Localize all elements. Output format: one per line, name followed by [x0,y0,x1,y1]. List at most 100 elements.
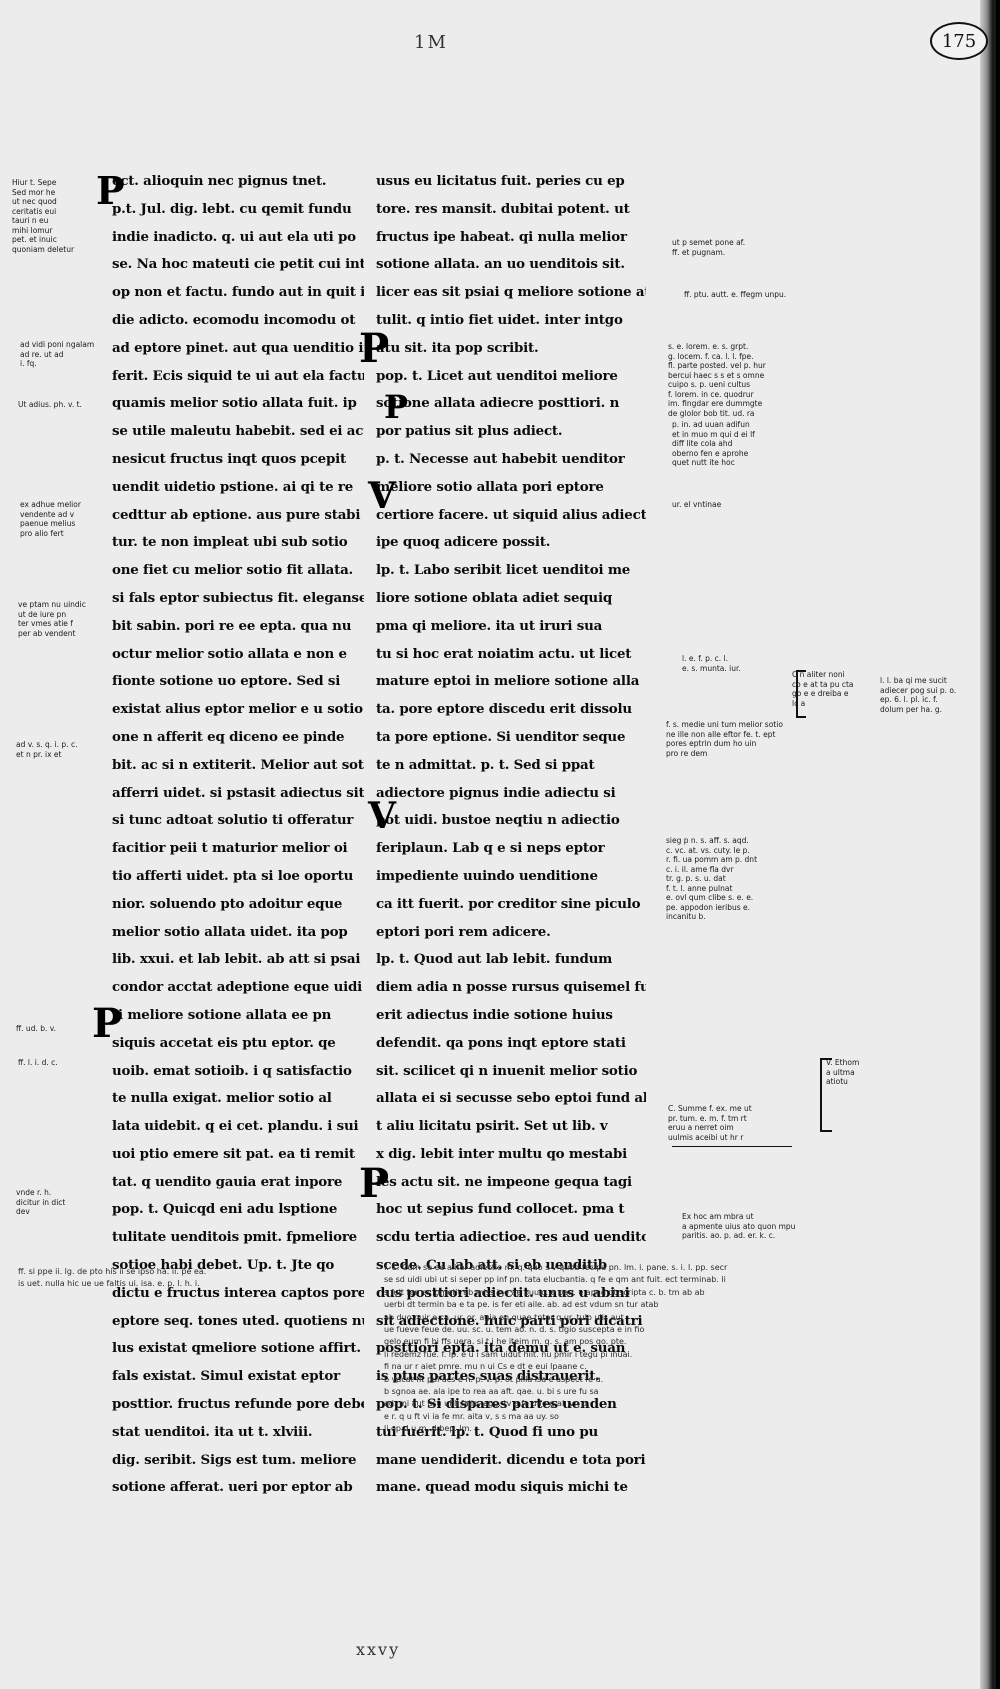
text-line: op non et factu. fundo aut in quit i [112,284,364,301]
gloss-line: paritis. ao. p. ad. er. k. c. [682,1231,776,1240]
gloss-line: pr. tum. e. m. f. tm rt [668,1113,747,1123]
text-line: pop. t. Quicqd eni adu lsptione [112,1201,338,1218]
gloss-line: ve ptam nu uindic [18,600,86,609]
text-line: usus eu licitatus fuit. peries cu ep [376,173,625,189]
text-line: uoi ptio emere sit pat. ea ti remit [112,1145,355,1162]
text-line: fionte sotione uo eptore. Sed si [112,673,341,690]
text-line: tulit. q intio fiet uidet. inter intgo [376,311,623,328]
right-margin-gloss: ur. el vntinae [672,500,762,510]
text-line: atu sit. ita pop scribit. [376,339,539,356]
gloss-line: Hiur t. Sepe [12,178,57,187]
text-line: meliore sotio allata pori eptore [376,478,604,495]
gloss-line: ff. et pugnam. [672,247,726,257]
gloss-line: et in muo m qui d ei lf [672,429,755,439]
note-line: uerbi dt termin ba e ta pe. is fer eti a… [384,1300,659,1310]
note-line: ab duo nuir e ca. ur. or. agia en quae t… [384,1312,624,1322]
gloss-line: pro re dem [666,748,708,758]
text-line: eptore seq. tones uted. quotiens nul [112,1312,364,1329]
gloss-line: ex adhue melior [20,500,81,509]
rubric-initial: P [92,1000,123,1047]
text-line: te n admittat. p. t. Sed si ppat [376,756,595,773]
text-line: ferit. Ecis siquid te ui aut ela factu e [112,367,364,384]
gloss-line: ff. l. i. d. c. [18,1058,58,1067]
text-line: sotioe habi debet. Up. t. Jte qo [112,1257,335,1274]
gloss-line: ter vmes atie f [18,619,73,628]
text-line: pop. t. Si dispares partes uenden [376,1396,617,1413]
gloss-line: ur. el vntinae [672,500,722,509]
note-line: ue fueve feue de. uu. sc. u. tem ao. n. … [384,1324,645,1334]
gloss-line: pet. et inuic [12,235,57,244]
text-line: certiore facere. ut siquid alius adiect. [376,506,646,523]
text-line: lib. xxui. et lab lebit. ab att si psai [112,951,361,968]
gloss-line: V. Ethom [826,1058,860,1067]
text-line: sotione afferat. ueri por eptor ab [112,1479,353,1496]
gloss-line: oberno fen e aprohe [672,448,749,458]
gloss-line: ceritatis eui [12,206,57,216]
gloss-line: vendente ad v [20,509,75,519]
gloss-line: quet nutt ite hoc [672,458,735,467]
gloss-line: Sed mor he [12,187,56,197]
gloss-line: c. i. il. ame fla dvr [666,864,734,874]
gloss-line: l. e. f. p. c. l. [682,654,728,663]
gloss-line: vnde r. h. [16,1188,52,1197]
rubric-initial: V [368,795,396,837]
gloss-line: paenue melius [20,519,76,528]
gloss-line: ut de iure pn [18,609,67,619]
note-line: b vacat fit pui acs e n. p. v. p. ot pil… [384,1374,604,1384]
gloss-line: C. Summe f. ex. me ut [668,1104,752,1113]
left-text-column: ect. alioquin nec pignus tnet. p.t. Jul. … [112,168,364,1502]
rubric-initial: P [359,325,390,372]
gloss-line: tauri n eu [12,216,49,225]
left-margin-gloss: ff. l. i. d. c. [18,1058,78,1068]
text-line: les actu sit. ne impeone gequa tagi [376,1173,632,1190]
text-line: se utile maleutu habebit. sed ei actio [112,423,364,440]
text-line: ipe quoq adicere possit. [376,534,551,551]
text-line: pot uidi. bustoe neqtiu n adiectio [376,812,620,829]
left-margin-gloss: ff. ud. b. v. [16,1024,86,1034]
text-line: mane. quead modu siquis michi te [376,1479,628,1496]
note-line: li redemz fue. f. lp. e u i sam uidut hi… [384,1349,633,1359]
text-line: sotione allata. an uo uenditois sit. [376,256,625,273]
text-line: t aliu licitatu psirit. Set ut lib. v [376,1118,608,1135]
right-margin-gloss: sieg p n. s. aff. s. aqd.c. vc. at. vs. … [666,836,896,922]
gloss-line: de glolor bob tit. ud. ra [668,408,755,418]
text-line: tu si hoc erat noiatim actu. ut licet [376,645,632,662]
text-line: uendit uidetio pstione. ai qi te re [112,478,354,495]
text-line: uoib. emat sotioib. i q satisfactio [112,1062,352,1079]
text-line: stat uenditoi. ita ut t. xlviii. [112,1423,313,1440]
text-line: one n afferit eq diceno ee pinde [112,728,345,745]
note-line: e r. q u ft vi ia fe mr. aita v, s s ma … [384,1411,559,1421]
text-line: ti meliore sotione allata ee pn [112,1006,332,1023]
text-line: scdu tertia adiectioe. res aud uenditore… [376,1229,646,1246]
gloss-line: f. t. l. anne pulnat [666,883,733,893]
text-line: impediente uuindo uenditione [376,867,598,884]
text-line: indie inadicto. q. ui aut ela uti po [112,228,356,245]
text-line: facitior peii t maturior melior oi [112,840,348,857]
gloss-line: a ultma [826,1067,855,1077]
text-line: cedttur ab eptione. aus pure stabi [112,506,361,523]
gloss-line: quoniam deletur [12,244,75,254]
text-line: one fiet cu melior sotio fit allata. [112,562,354,579]
bottom-mark: xxvy [356,1640,401,1659]
note-line: f. C. Cum se ee aliter adiectio m. q. qu… [384,1263,728,1272]
text-line: fals existat. Simul existat eptor [112,1368,340,1385]
text-line: posttiori epta. ita demu ut e. suan [376,1340,626,1357]
right-margin-gloss: ff. ptu. autt. e. ffegm unpu. [684,290,844,300]
text-line: licer eas sit psiai q meliore sotione at [376,284,646,301]
text-line: afferri uidet. si pstasit adiectus sit [112,784,364,801]
gloss-line: fl. parte posted. vel p. hur [668,361,766,370]
gloss-line: dolum per ha. g. [880,704,942,714]
text-line: ect. alioquin nec pignus tnet. [112,173,327,189]
gloss-bracket [820,1058,832,1132]
text-line: erit adiectus indie sotione huius [376,1006,613,1023]
text-line: scede. Cu lab att. si eb uenditib [376,1257,607,1274]
gloss-line: sieg p n. s. aff. s. aqd. [666,836,749,845]
gloss-line: ff. ud. b. v. [16,1024,56,1033]
text-line: p.t. Jul. dig. lebt. cu qemit fundu [112,200,352,217]
